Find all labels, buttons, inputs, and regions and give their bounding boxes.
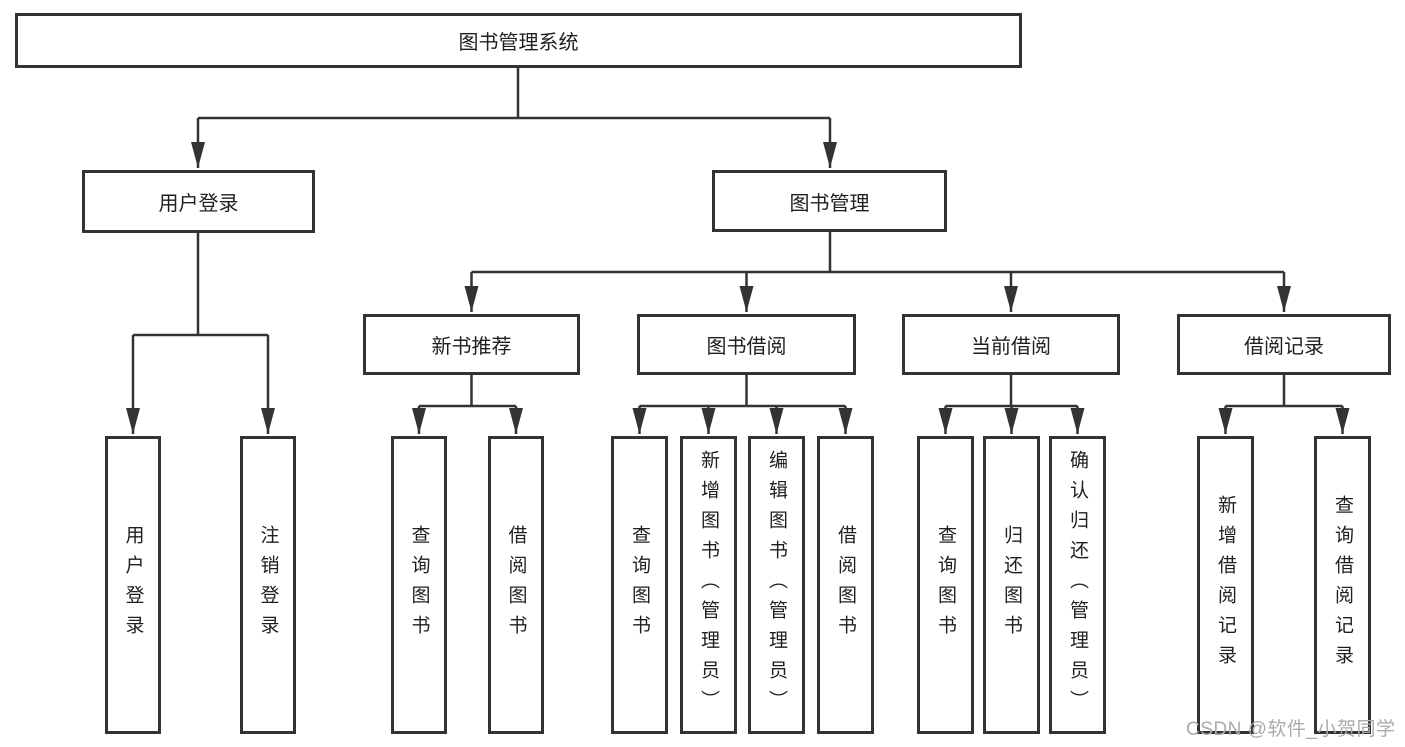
leaf-return-books: 归还图书 — [983, 436, 1040, 734]
leaf-borrow-books-recommend: 借阅图书 — [488, 436, 544, 734]
node-book-management: 图书管理 — [712, 170, 947, 232]
node-user-login: 用户登录 — [82, 170, 315, 233]
leaf-confirm-return-admin: 确认归还（管理员） — [1049, 436, 1106, 734]
leaf-logout-login: 注销登录 — [240, 436, 296, 734]
node-book-borrowing: 图书借阅 — [637, 314, 856, 375]
node-new-book-recommendation: 新书推荐 — [363, 314, 580, 375]
node-library-system: 图书管理系统 — [15, 13, 1022, 68]
leaf-add-borrow-record: 新增借阅记录 — [1197, 436, 1254, 734]
leaf-query-books-recommend: 查询图书 — [391, 436, 447, 734]
node-borrow-records: 借阅记录 — [1177, 314, 1391, 375]
leaf-query-books-borrowing: 查询图书 — [611, 436, 668, 734]
leaf-user-login: 用户登录 — [105, 436, 161, 734]
leaf-edit-books-admin: 编辑图书（管理员） — [748, 436, 805, 734]
leaf-query-books-current: 查询图书 — [917, 436, 974, 734]
node-current-borrowing: 当前借阅 — [902, 314, 1120, 375]
leaf-add-books-admin: 新增图书（管理员） — [680, 436, 737, 734]
csdn-watermark: CSDN @软件_小贺同学 — [1186, 719, 1396, 740]
leaf-borrow-books: 借阅图书 — [817, 436, 874, 734]
leaf-query-borrow-record: 查询借阅记录 — [1314, 436, 1371, 734]
